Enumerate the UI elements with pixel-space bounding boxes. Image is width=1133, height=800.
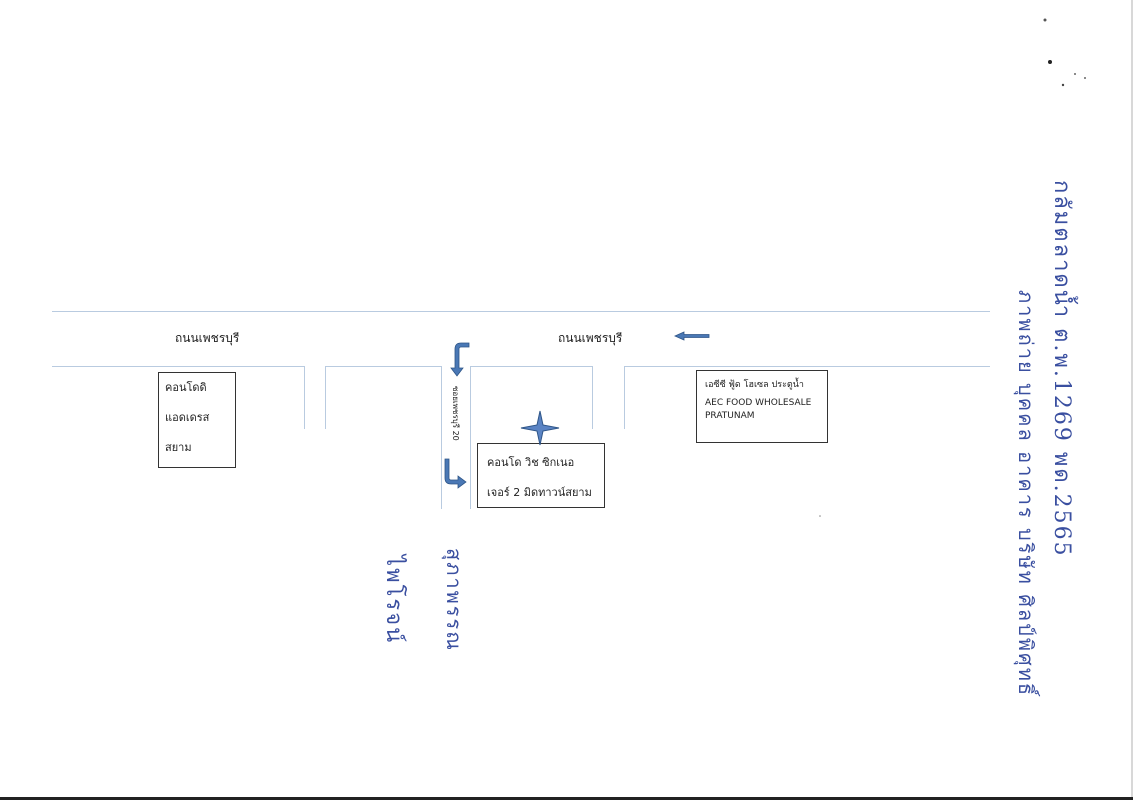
lot-edge-4	[624, 366, 625, 429]
handwritten-note-mid-1: สุภาพรรณ	[442, 548, 466, 652]
handwritten-note-mid-2: ไพโรจน์	[381, 555, 406, 645]
building-label-line: คอนโดดิ	[165, 381, 207, 394]
four-point-star-icon	[520, 410, 560, 446]
building-label-line: คอนโด วิช ซิกเนอ	[487, 456, 575, 469]
scan-edge-bottom	[0, 797, 1133, 800]
building-aec-food: เอซีซี ฟู้ด โฮเซล ประตูน้ำ AEC FOOD WHOL…	[696, 370, 828, 443]
main-road-label-right: ถนนเพชรบุรี	[558, 331, 623, 345]
building-label-line: แอดเดรส	[165, 411, 210, 424]
road-edge-bottom-left	[52, 366, 304, 367]
building-label-line: สยาม	[165, 441, 192, 454]
building-label-line: เจอร์ 2 มิดทาวน์สยาม	[487, 486, 592, 499]
road-edge-bottom-mid	[325, 366, 441, 367]
building-label-line: PRATUNAM	[705, 411, 755, 421]
road-edge-top	[52, 311, 990, 312]
scan-edge-right	[1131, 0, 1133, 800]
handwritten-note-right-1: กลัมตลาดน้ำ ต.พ.1269 พด.2565	[1049, 180, 1074, 558]
building-label-line: AEC FOOD WHOLESALE	[705, 398, 812, 408]
building-label-line: เอซีซี ฟู้ด โฮเซล ประตูน้ำ	[705, 380, 804, 390]
main-road-label-left: ถนนเพชรบุรี	[175, 331, 240, 345]
road-edge-bottom-right	[624, 366, 990, 367]
scan-specks	[819, 18, 1086, 517]
road-edge-bottom-center	[470, 366, 592, 367]
building-target-condo: คอนโด วิช ซิกเนอ เจอร์ 2 มิดทาวน์สยาม	[477, 443, 605, 508]
soi-edge-right	[470, 366, 471, 509]
lot-edge-1	[304, 366, 305, 429]
turn-arrow-top-icon	[450, 342, 470, 377]
handwritten-note-right-2: ภาพถ่าย บุคคล อาคาร บริษัท ศิลป์พิศุทธิ์	[1014, 290, 1038, 698]
building-condo-left: คอนโดดิ แอดเดรส สยาม	[158, 372, 236, 468]
left-arrow-icon	[674, 331, 710, 341]
lot-edge-2	[325, 366, 326, 429]
turn-arrow-bottom-icon	[444, 458, 467, 489]
soi-edge-left	[441, 366, 442, 509]
lot-edge-3	[592, 366, 593, 429]
